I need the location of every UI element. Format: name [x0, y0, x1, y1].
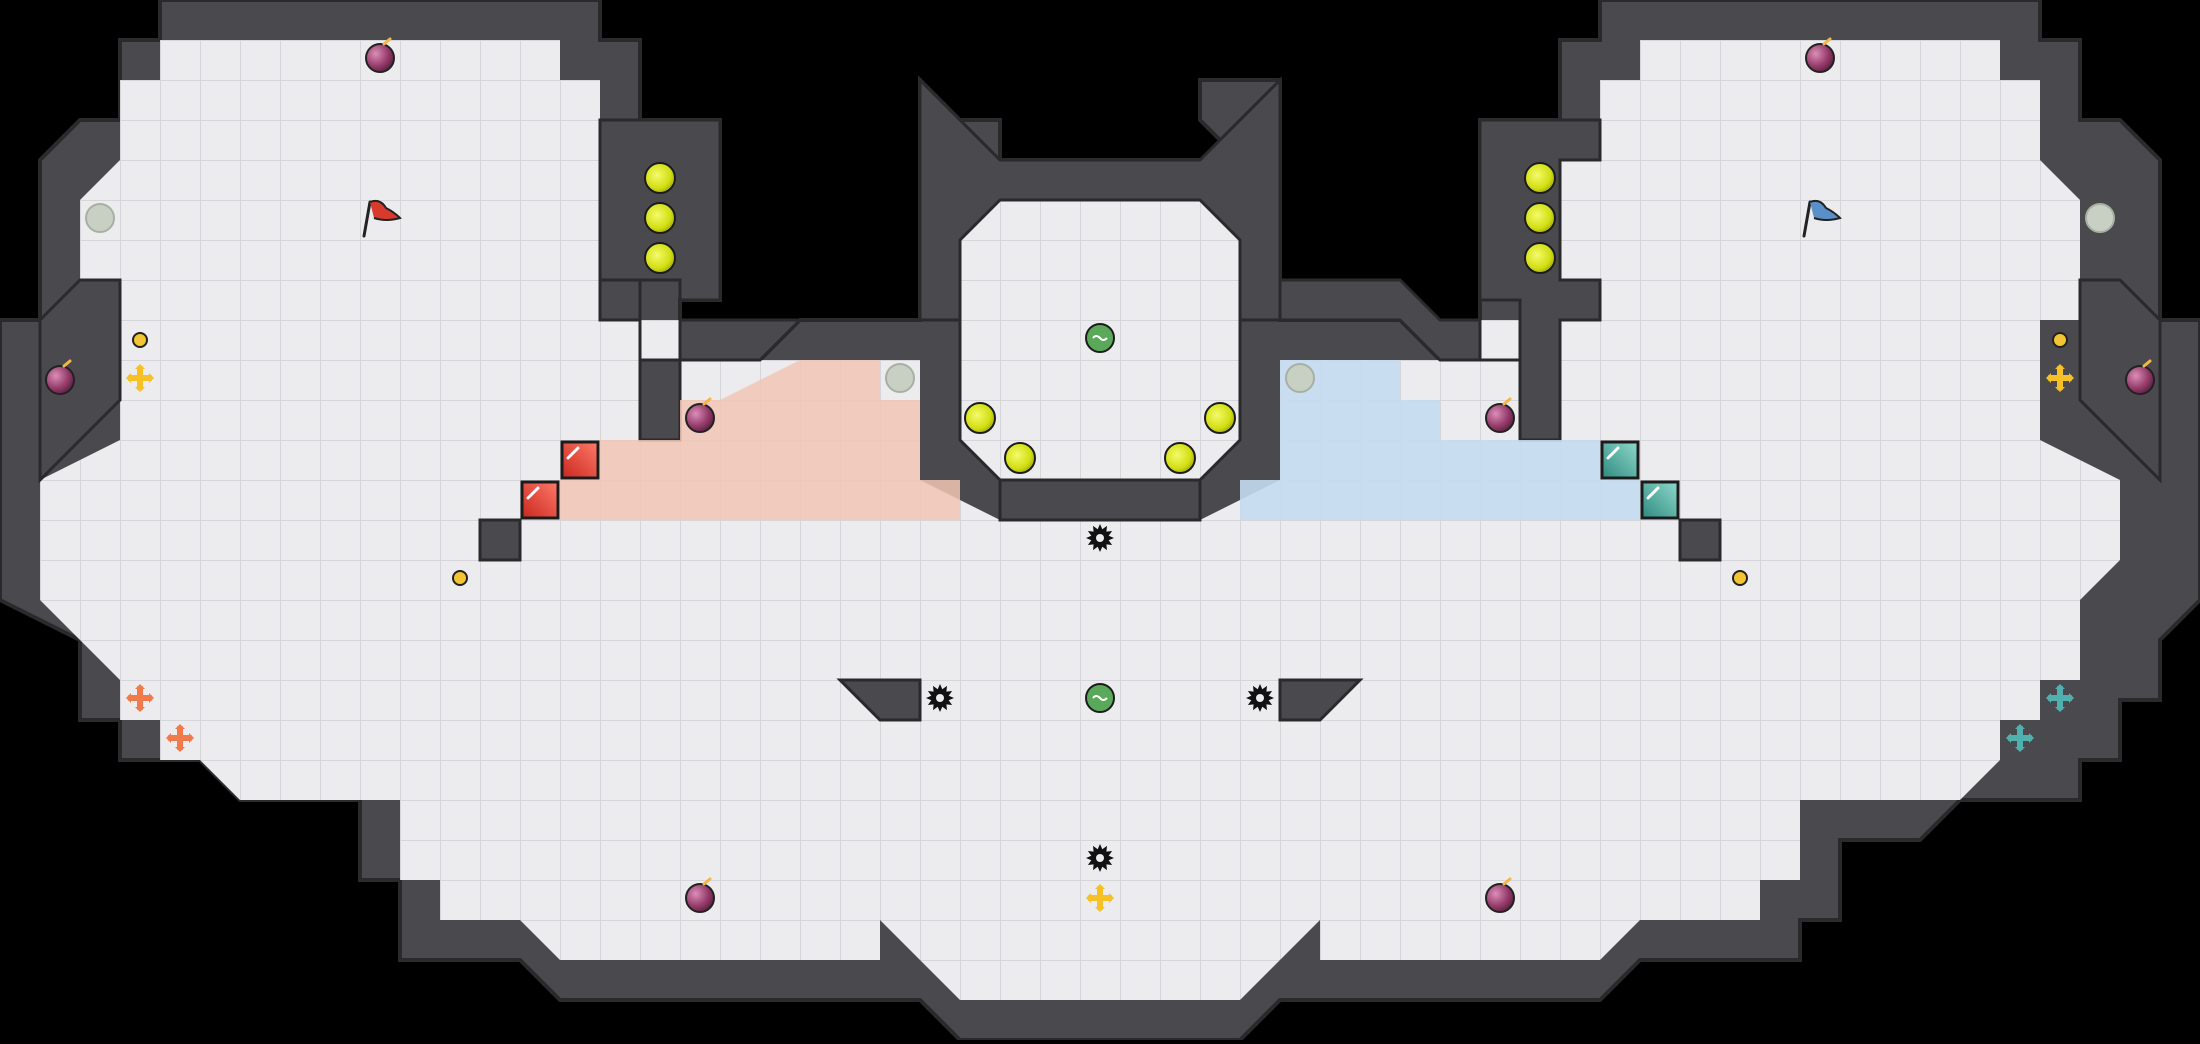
speed-boost-icon: [1164, 442, 1196, 474]
blue-team-tile: [1600, 440, 1640, 480]
powerup-icon: [1085, 323, 1115, 353]
pellet-icon: [132, 332, 148, 348]
portal-teal-icon: [2046, 684, 2074, 712]
spike-icon: [1086, 524, 1114, 552]
speed-boost-icon: [1004, 442, 1036, 474]
pellet-icon: [2052, 332, 2068, 348]
bomb-icon: [45, 359, 75, 395]
portal-red-icon: [166, 724, 194, 752]
spike-icon: [1246, 684, 1274, 712]
speed-boost-icon: [1524, 202, 1556, 234]
neutral-gate-icon: [2085, 203, 2115, 233]
bomb-icon: [2125, 359, 2155, 395]
bomb-icon: [365, 37, 395, 73]
neutral-gate-icon: [1285, 363, 1315, 393]
blue-flag-icon: [1802, 199, 1842, 238]
pellet-icon: [1732, 570, 1748, 586]
bomb-icon: [1805, 37, 1835, 73]
portal-yellow-icon: [2046, 364, 2074, 392]
spike-icon: [1086, 844, 1114, 872]
portal-yellow-icon: [1086, 884, 1114, 912]
bomb-icon: [1485, 397, 1515, 433]
speed-boost-icon: [644, 202, 676, 234]
map-entities: [45, 37, 2155, 913]
speed-boost-icon: [964, 402, 996, 434]
portal-teal-icon: [2006, 724, 2034, 752]
neutral-gate-icon: [885, 363, 915, 393]
red-team-tile: [560, 440, 600, 480]
bomb-icon: [685, 877, 715, 913]
speed-boost-icon: [1204, 402, 1236, 434]
bomb-icon: [685, 397, 715, 433]
red-team-zone: [560, 360, 960, 520]
neutral-gate-icon: [85, 203, 115, 233]
blue-team-tile: [1640, 480, 1680, 520]
speed-boost-icon: [644, 242, 676, 274]
spike-icon: [926, 684, 954, 712]
portal-red-icon: [126, 684, 154, 712]
pellet-icon: [452, 570, 468, 586]
speed-boost-icon: [1524, 162, 1556, 194]
portal-yellow-icon: [126, 364, 154, 392]
speed-boost-icon: [1524, 242, 1556, 274]
red-flag-icon: [362, 199, 402, 238]
bomb-icon: [1485, 877, 1515, 913]
speed-boost-icon: [644, 162, 676, 194]
powerup-icon: [1085, 683, 1115, 713]
red-team-tile: [520, 480, 560, 520]
blue-team-zone: [1240, 360, 1640, 520]
